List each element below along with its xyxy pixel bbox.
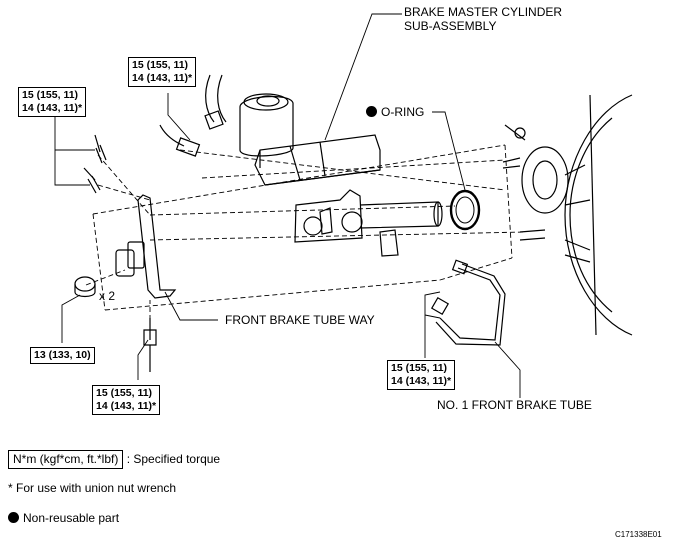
o-ring <box>449 189 481 231</box>
no1-tube-label: NO. 1 FRONT BRAKE TUBE <box>437 398 592 412</box>
brake-booster <box>502 94 633 336</box>
assembly-dashed-lines <box>85 144 526 320</box>
front-brake-tube-way <box>115 194 177 299</box>
torque-box-top-center: 15 (155, 11) 14 (143, 11)* <box>128 57 197 87</box>
legend-union-note: * For use with union nut wrench <box>8 481 177 495</box>
non-reusable-dot-icon <box>366 106 377 117</box>
torque-unit-box: N*m (kgf*cm, ft.*lbf) <box>8 450 124 469</box>
quantity-label: x 2 <box>99 289 116 303</box>
torque-box-nut: 13 (133, 10) <box>30 347 95 364</box>
legend-torque: N*m (kgf*cm, ft.*lbf) : Specified torque <box>8 450 220 469</box>
torque-box-top-left: 15 (155, 11) 14 (143, 11)* <box>18 87 87 117</box>
figure-code: C171338E01 <box>615 530 662 539</box>
master-cylinder-label: BRAKE MASTER CYLINDER SUB-ASSEMBLY <box>404 5 563 33</box>
no1-front-brake-tube <box>430 259 506 346</box>
left-brake-tubes <box>83 134 157 372</box>
leader-lines <box>54 13 521 398</box>
upper-brake-hoses <box>159 74 227 157</box>
non-reusable-dot-icon <box>8 512 19 523</box>
flange-nut <box>74 276 96 298</box>
brake-master-cylinder <box>239 93 443 257</box>
tube-way-label: FRONT BRAKE TUBE WAY <box>225 313 375 327</box>
o-ring-label: O-RING <box>366 105 424 119</box>
torque-desc: : Specified torque <box>126 452 221 466</box>
torque-box-bottom-right: 15 (155, 11) 14 (143, 11)* <box>387 360 456 390</box>
legend-non-reusable: Non-reusable part <box>8 511 119 525</box>
torque-box-bottom-left: 15 (155, 11) 14 (143, 11)* <box>92 385 161 415</box>
